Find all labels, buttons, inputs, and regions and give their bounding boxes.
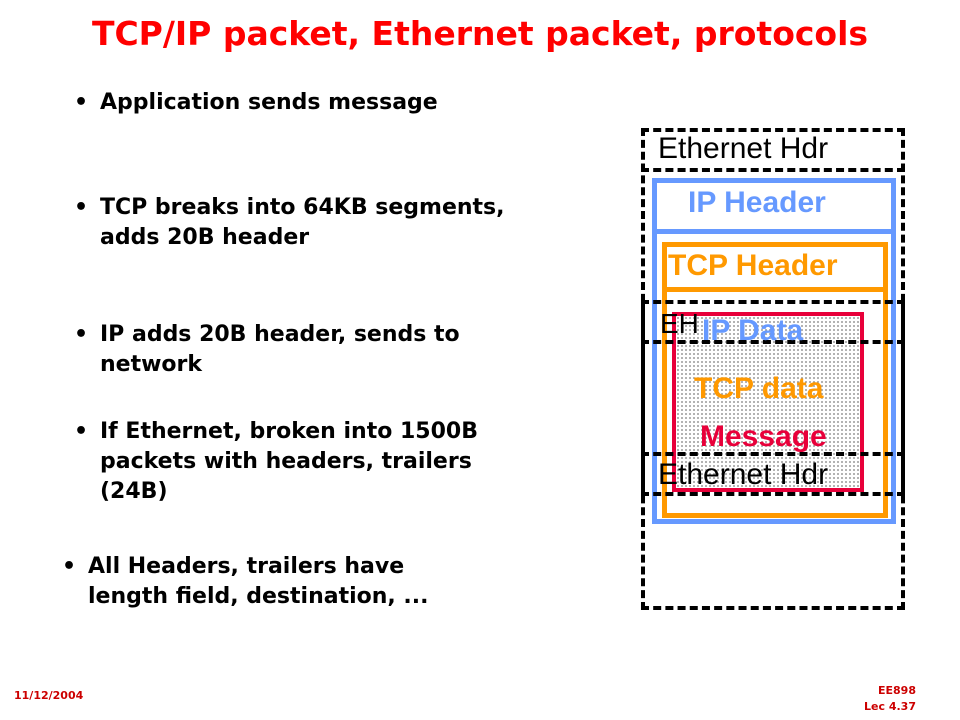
bullet-line: (24B)	[100, 479, 168, 504]
bullet-tcp: • TCP breaks into 64KB segments, adds 20…	[74, 193, 505, 253]
bullet-dot: •	[74, 419, 89, 444]
ip-data-label: IP Data	[702, 314, 804, 347]
ethernet-hdr-divider	[641, 168, 905, 172]
bullet-dot: •	[74, 90, 89, 115]
ethernet-hdr-top-label: Ethernet Hdr	[658, 132, 829, 165]
bullet-line: If Ethernet, broken into 1500B	[100, 419, 478, 444]
page-title: TCP/IP packet, Ethernet packet, protocol…	[91, 14, 869, 53]
ethernet-hdr-bottom-label: Ethernet Hdr	[658, 458, 829, 491]
footer-lecture: Lec 4.37	[864, 700, 916, 713]
tcp-header-label: TCP Header	[668, 249, 838, 282]
bullet-headers: • All Headers, trailers have length fiel…	[62, 552, 429, 612]
bullet-line: packets with headers, trailers	[100, 449, 472, 474]
tcp-data-label: TCP data	[694, 372, 824, 405]
ip-header-box	[652, 178, 896, 234]
footer-course: EE898	[878, 684, 916, 697]
footer-date: 11/12/2004	[14, 689, 84, 702]
message-label: Message	[700, 420, 827, 453]
bullet-line: network	[100, 352, 203, 377]
eh-divider	[641, 340, 905, 344]
bullet-line: All Headers, trailers have	[88, 554, 405, 579]
bullet-line: IP adds 20B header, sends to	[100, 322, 460, 347]
bullet-ip: • IP adds 20B header, sends to network	[74, 320, 460, 380]
ip-header-label: IP Header	[688, 186, 826, 219]
bullet-dot: •	[74, 195, 89, 220]
ethernet-frame-inner	[641, 300, 905, 496]
eh-label: EH	[660, 308, 699, 339]
bullet-line: Application sends message	[100, 90, 438, 115]
bullet-application: • Application sends message	[74, 88, 438, 118]
bullet-line: adds 20B header	[100, 225, 310, 250]
bullet-line: length field, destination, ...	[88, 584, 429, 609]
bullet-dot: •	[74, 322, 89, 347]
bullet-ethernet: • If Ethernet, broken into 1500B packets…	[74, 417, 478, 507]
ethernet-trailer-divider	[641, 452, 905, 456]
tcp-header-box	[662, 242, 888, 292]
bullet-line: TCP breaks into 64KB segments,	[100, 195, 505, 220]
bullet-dot: •	[62, 554, 77, 579]
